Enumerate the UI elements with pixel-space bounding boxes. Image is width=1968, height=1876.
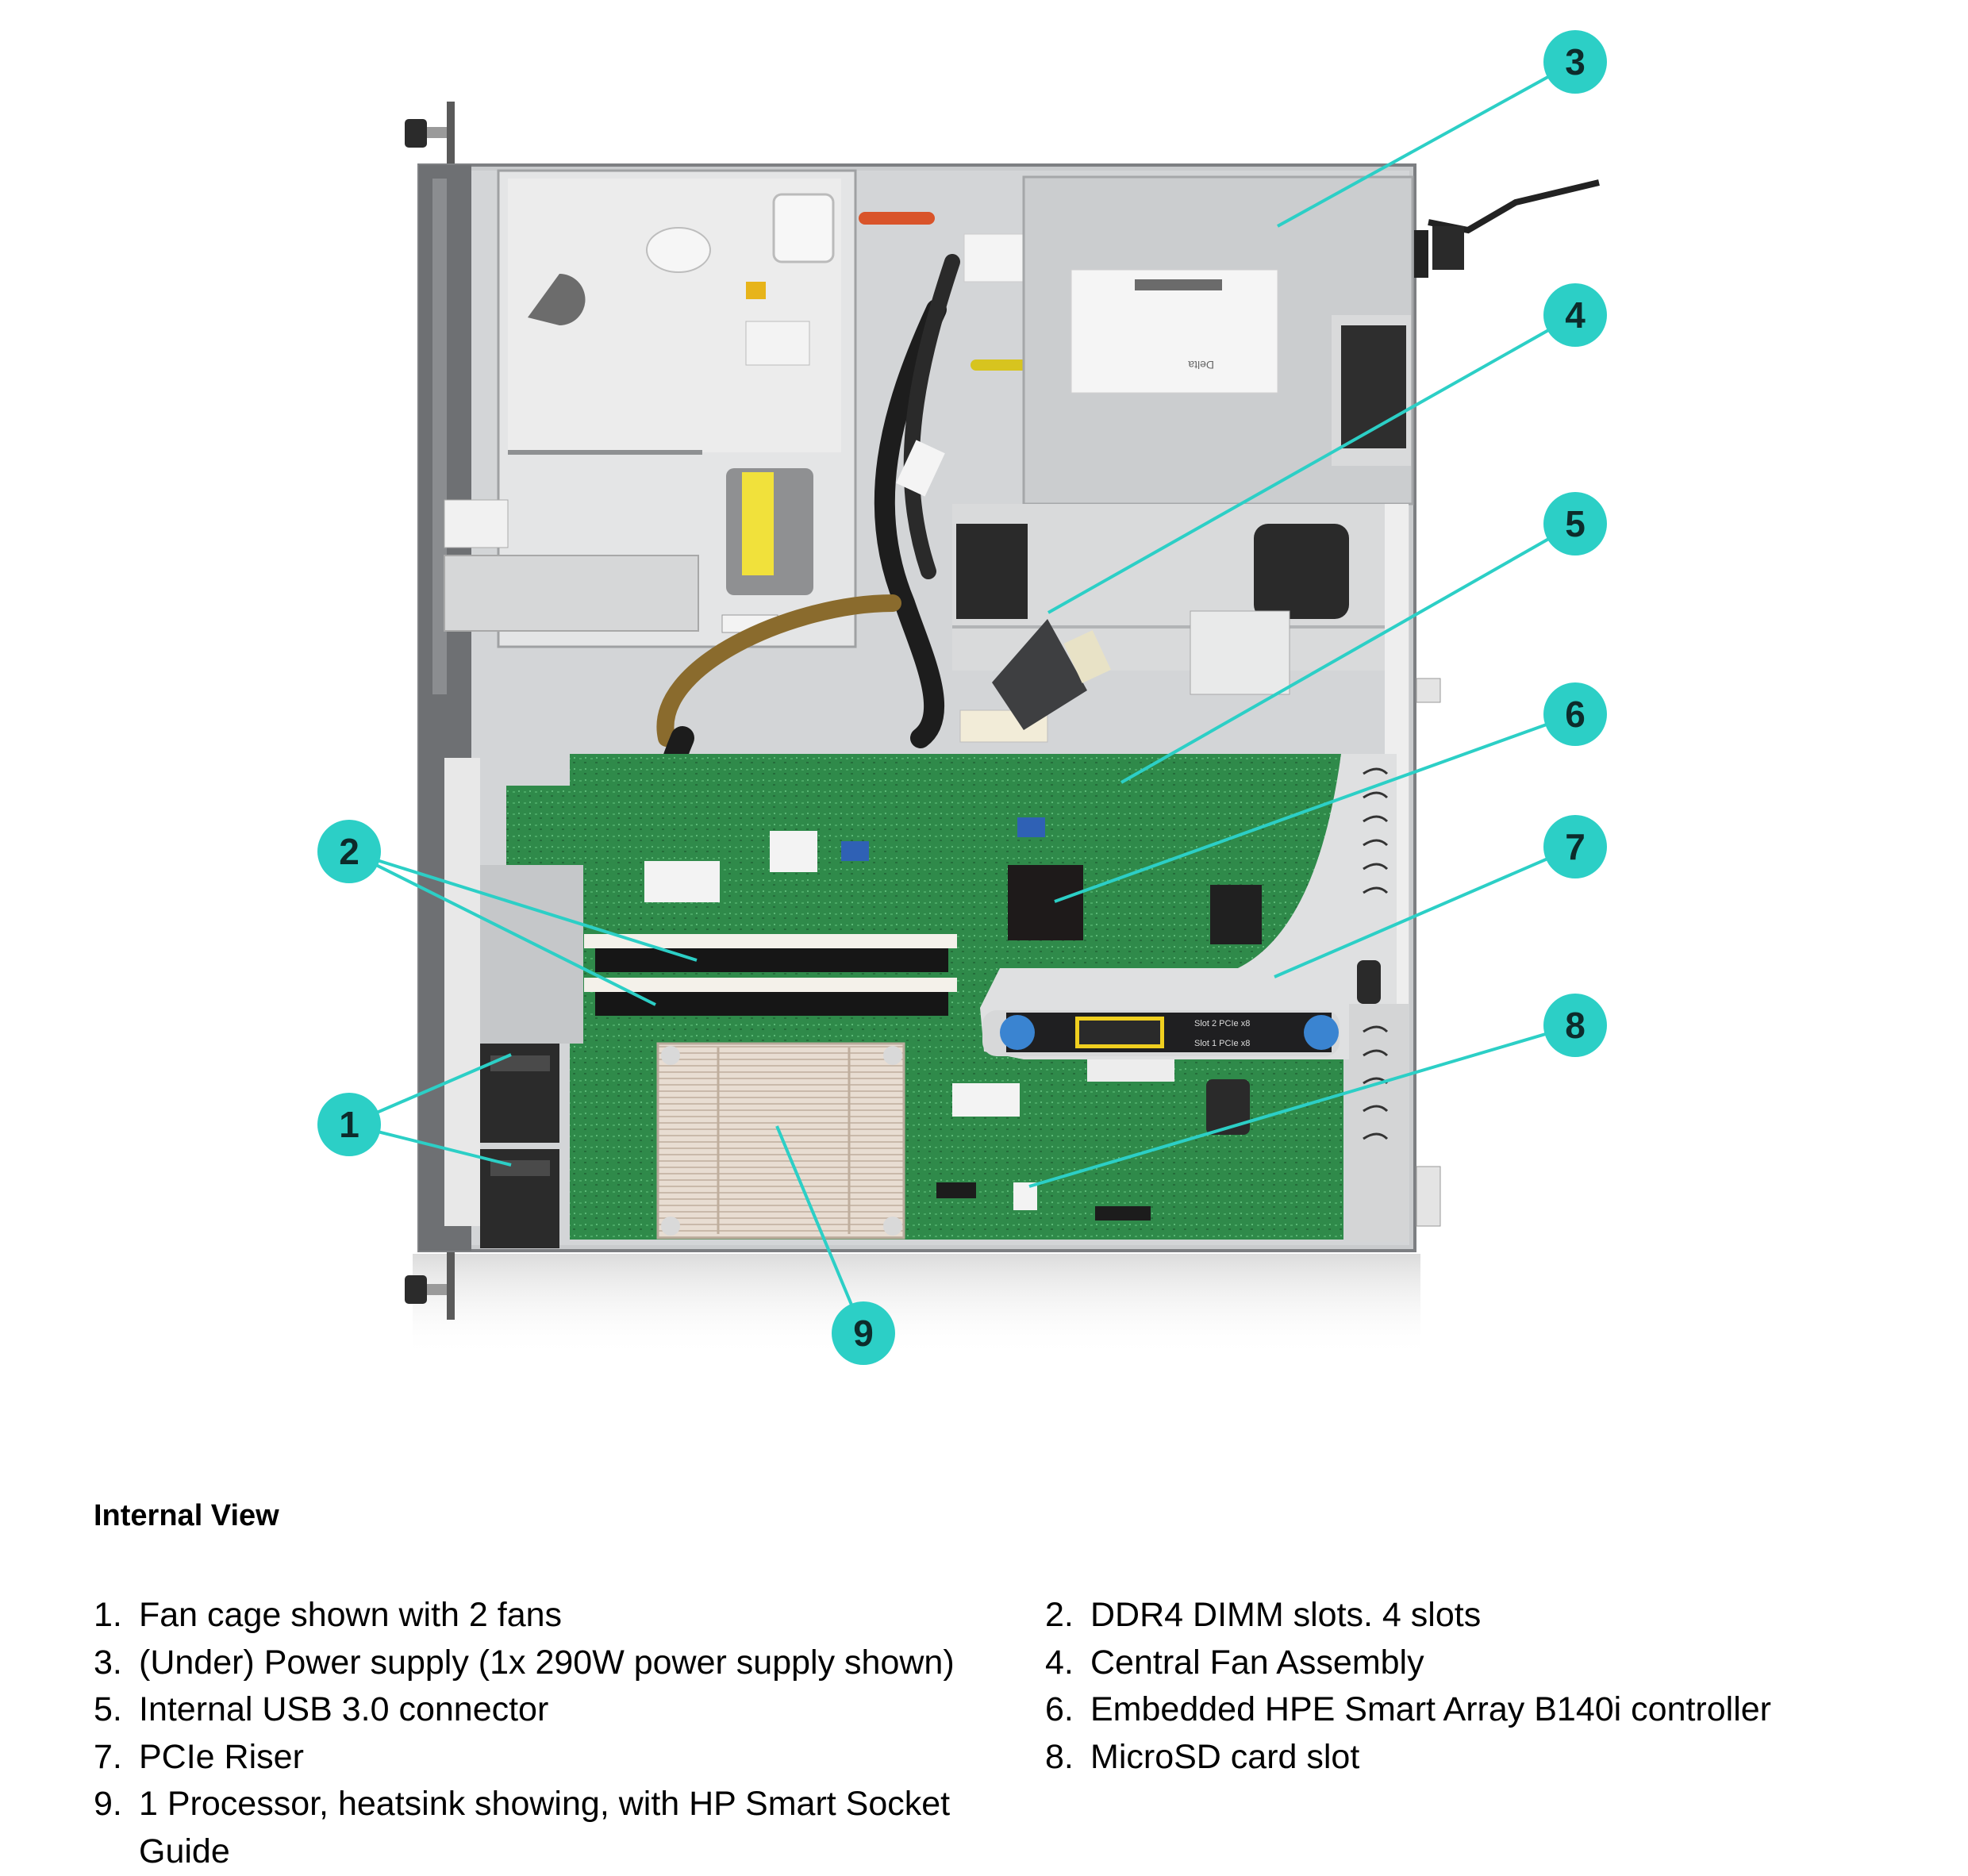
callout-1: 1 — [317, 1093, 381, 1156]
callout-3: 3 — [1543, 30, 1607, 94]
dimm-slots — [584, 934, 957, 1016]
psu-label-text: Delta — [1188, 359, 1214, 371]
legend-item: 5. Internal USB 3.0 connector — [94, 1686, 1014, 1734]
legend-item: 4. Central Fan Assembly — [1045, 1640, 1934, 1687]
leader-line-2a — [348, 850, 698, 962]
leader-line-5 — [1120, 522, 1576, 784]
legend-item-number: 5. — [94, 1690, 122, 1728]
front-ear-top — [405, 102, 455, 173]
legend-item: 7. PCIe Riser — [94, 1734, 1014, 1782]
legend-item-text: (Under) Power supply (1x 290W power supp… — [139, 1643, 955, 1682]
legend-item-number: 8. — [1045, 1737, 1074, 1776]
legend-item-text: Embedded HPE Smart Array B140i controlle… — [1090, 1690, 1772, 1728]
legend-item-number: 2. — [1045, 1596, 1074, 1634]
svg-text:8: 8 — [1565, 1005, 1586, 1046]
legend-item: 3. (Under) Power supply (1x 290W power s… — [94, 1640, 1014, 1687]
legend-list-right: 2. DDR4 DIMM slots. 4 slots 4. Central F… — [1045, 1592, 1934, 1781]
server-internal-view-figure: Delta — [317, 30, 1607, 1365]
callout-2: 2 — [317, 820, 381, 883]
smart-array-controller — [1008, 865, 1083, 940]
riser-label-top: Slot 2 PCIe x8 — [1194, 1019, 1250, 1028]
processor-heatsink — [656, 1042, 905, 1240]
callout-6: 6 — [1543, 682, 1607, 746]
svg-text:5: 5 — [1565, 503, 1586, 544]
callout-8: 8 — [1543, 994, 1607, 1057]
cable-label — [963, 233, 1024, 283]
leader-line-6 — [1054, 713, 1576, 903]
leader-line-8 — [1028, 1024, 1576, 1188]
legend-item-text: DDR4 DIMM slots. 4 slots — [1090, 1596, 1482, 1634]
svg-text:6: 6 — [1565, 694, 1586, 735]
floor-shadow — [413, 1254, 1420, 1357]
svg-text:7: 7 — [1565, 826, 1586, 867]
legend-item-number: 1. — [94, 1596, 122, 1634]
leader-line-4 — [1047, 313, 1576, 614]
svg-text:3: 3 — [1565, 41, 1586, 83]
legend-item-number: 6. — [1045, 1690, 1074, 1728]
legend-item: 2. DDR4 DIMM slots. 4 slots — [1045, 1592, 1934, 1640]
legend-item-number: 4. — [1045, 1643, 1074, 1682]
svg-text:9: 9 — [853, 1313, 874, 1354]
fan-cage-left — [444, 758, 583, 1248]
legend-item-number: 7. — [94, 1737, 122, 1776]
power-supply: Delta — [1022, 175, 1600, 506]
drive-cage — [444, 169, 857, 648]
legend-item-number: 3. — [94, 1643, 122, 1682]
legend-item: 6. Embedded HPE Smart Array B140i contro… — [1045, 1686, 1934, 1734]
legend-item-text: Central Fan Assembly — [1090, 1643, 1424, 1682]
leader-line-7 — [1274, 845, 1576, 978]
legend-item-text: Internal USB 3.0 connector — [139, 1690, 549, 1728]
leader-line-9 — [775, 1125, 865, 1334]
legend-item-text: 1 Processor, heatsink showing, with HP S… — [139, 1785, 951, 1870]
legend-item: 1. Fan cage shown with 2 fans — [94, 1592, 1014, 1640]
legend-item: 8. MicroSD card slot — [1045, 1734, 1934, 1782]
svg-text:2: 2 — [339, 831, 359, 872]
leader-lines — [348, 60, 1576, 1334]
callout-7: 7 — [1543, 815, 1607, 878]
pcie-riser: Slot 2 PCIe x8 Slot 1 PCIe x8 — [980, 754, 1409, 1242]
legend-item: 9. 1 Processor, heatsink showing, with H… — [94, 1781, 1014, 1875]
svg-text:4: 4 — [1565, 294, 1586, 336]
leader-line-2b — [348, 850, 656, 1006]
callout-4: 4 — [1543, 283, 1607, 347]
cable-bundle — [650, 212, 1037, 869]
legend-item-text: PCIe Riser — [139, 1737, 304, 1776]
callout-9: 9 — [832, 1301, 895, 1365]
power-connector — [644, 861, 720, 902]
legend-item-number: 9. — [94, 1785, 122, 1823]
riser-label-bottom: Slot 1 PCIe x8 — [1194, 1039, 1250, 1048]
callout-5: 5 — [1543, 492, 1607, 555]
legend-item-text: Fan cage shown with 2 fans — [139, 1596, 563, 1634]
microsd-slot — [1013, 1182, 1037, 1210]
front-ear-bottom — [405, 1250, 455, 1320]
legend-list-left: 1. Fan cage shown with 2 fans 3. (Under)… — [94, 1592, 1014, 1875]
caption-block: Internal View — [94, 1498, 279, 1533]
section-heading: Internal View — [94, 1499, 279, 1532]
leader-line-3 — [1277, 60, 1576, 228]
legend-item-text: MicroSD card slot — [1090, 1737, 1360, 1776]
svg-text:1: 1 — [339, 1104, 359, 1145]
